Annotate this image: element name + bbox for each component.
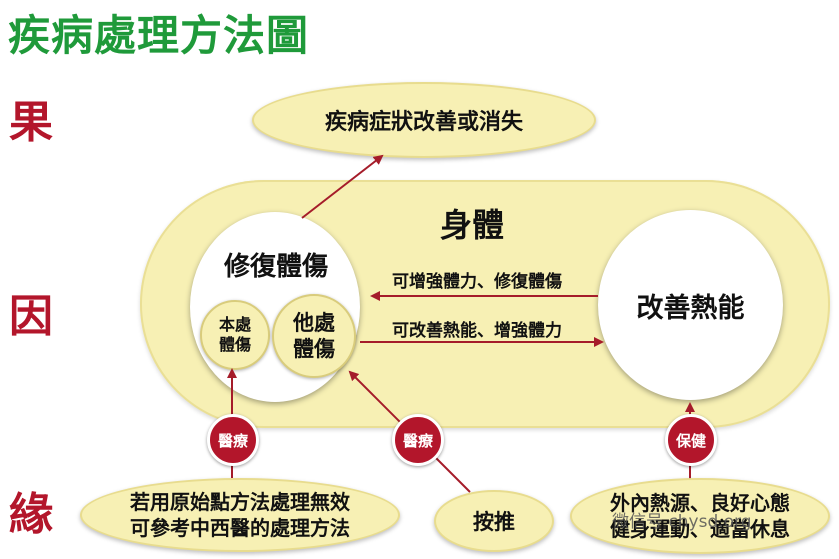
other-injury-line-1: 他處 xyxy=(293,311,335,335)
own-injury-line-2: 體傷 xyxy=(218,335,251,354)
label-cause: 因 xyxy=(9,291,53,342)
arrow-text-top: 可增強體力、修復體傷 xyxy=(392,272,562,292)
bottom-left-line-2: 可參考中西醫的處理方法 xyxy=(130,516,350,540)
bottom-right-line-1: 外內熱源、良好心態 xyxy=(610,491,790,515)
push-text: 按推 xyxy=(473,510,515,534)
other-injury-circle: 他處 體傷 xyxy=(272,294,356,378)
bottom-left-ellipse: 若用原始點方法處理無效 可參考中西醫的處理方法 xyxy=(80,478,400,552)
label-fruit: 果 xyxy=(9,97,53,148)
arrow-to-result xyxy=(301,154,384,219)
label-condition: 緣 xyxy=(9,489,53,540)
result-text: 疾病症狀改善或消失 xyxy=(324,110,523,135)
body-label: 身體 xyxy=(440,206,505,244)
other-injury-line-2: 體傷 xyxy=(293,337,335,361)
result-ellipse: 疾病症狀改善或消失 xyxy=(252,82,596,158)
page-title: 疾病處理方法圖 xyxy=(8,11,310,60)
watermark: 微信号 chysd.org xyxy=(612,512,752,532)
own-injury-line-1: 本處 xyxy=(218,315,251,334)
medical-badge-middle: 醫療 xyxy=(392,414,444,466)
medical-badge-left: 醫療 xyxy=(207,414,259,466)
improve-circle xyxy=(598,210,783,400)
bottom-middle-ellipse: 按推 xyxy=(434,490,554,552)
improve-label: 改善熱能 xyxy=(636,293,745,324)
wellness-badge: 保健 xyxy=(665,414,717,466)
bottom-left-line-1: 若用原始點方法處理無效 xyxy=(130,490,350,514)
bottom-right-line-2: 健身運動、適當休息 xyxy=(610,517,790,541)
arrow-text-bottom: 可改善熱能、增強體力 xyxy=(392,321,562,341)
bottom-right-ellipse: 外內熱源、良好心態 健身運動、適當休息 xyxy=(570,478,830,554)
repair-label: 修復體傷 xyxy=(223,252,328,282)
own-injury-circle: 本處 體傷 xyxy=(200,300,270,370)
